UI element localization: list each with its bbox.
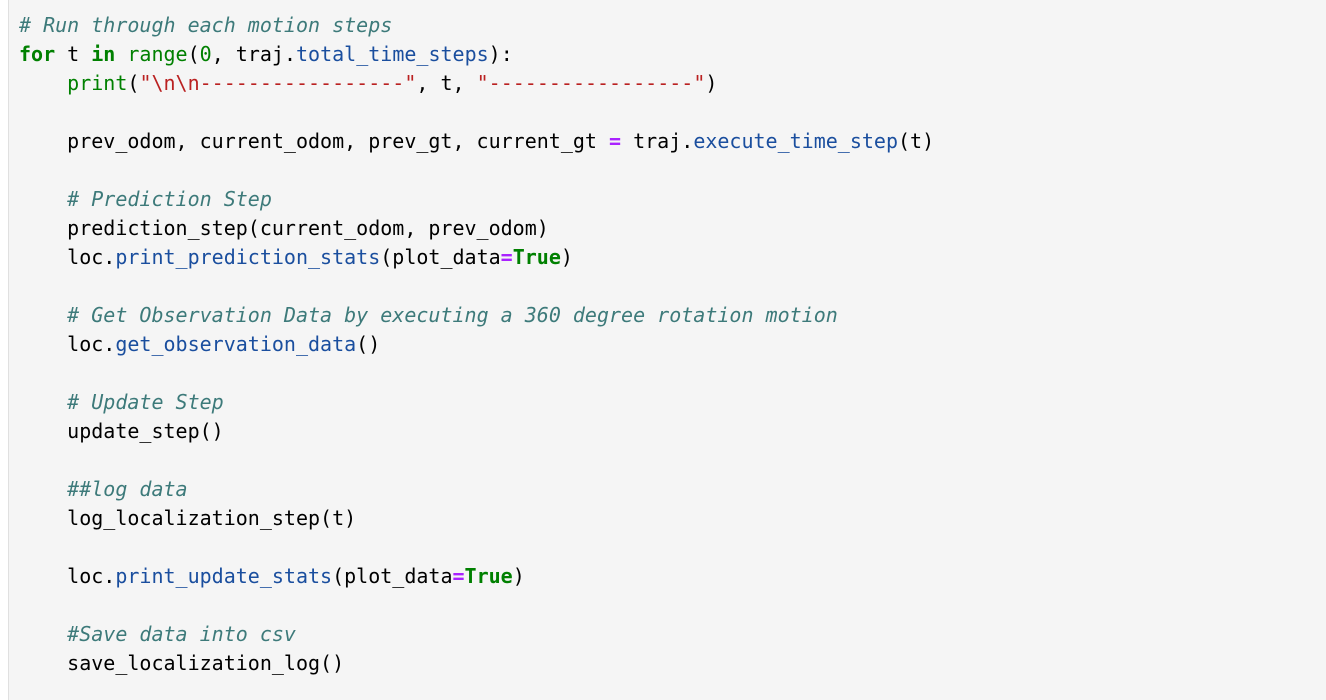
code-line: prediction_step(current_odom, prev_odom) [19,214,934,243]
code-token-plain: loc. [19,245,116,269]
code-token-plain: , t, [416,71,477,95]
code-line [19,156,934,185]
code-line [19,98,934,127]
code-line: prev_odom, current_odom, prev_gt, curren… [19,127,934,156]
code-token-comment: # Prediction Step [67,187,272,211]
code-token-kwconst: True [512,245,561,269]
code-line: #Save data into csv [19,620,934,649]
code-token-comment: # Run through each motion steps [19,13,393,37]
code-line: # Get Observation Data by executing a 36… [19,301,934,330]
code-token-string: "-----------------" [476,71,706,95]
code-token-plain: (plot_data [332,564,453,588]
code-token-keyword: for [19,42,56,66]
code-token-plain: traj. [621,129,694,153]
code-line: print("\n\n-----------------", t, "-----… [19,69,934,98]
code-token-plain: prediction_step(current_odom, prev_odom) [19,216,549,240]
code-token-plain: t [55,42,92,66]
code-token-plain: loc. [19,332,116,356]
code-token-attr: total_time_steps [296,42,489,66]
code-token-attr: print_prediction_stats [115,245,381,269]
code-token-plain: loc. [19,564,116,588]
code-token-comment: ##log data [67,477,188,501]
code-token-plain [19,71,67,95]
code-line [19,359,934,388]
code-token-operator: = [609,129,622,153]
code-line: loc.print_prediction_stats(plot_data=Tru… [19,243,934,272]
code-token-plain: log_localization_step(t) [19,506,357,530]
code-token-operator: = [500,245,513,269]
code-token-plain: ) [705,71,718,95]
code-token-plain: ( [127,71,140,95]
code-editor[interactable]: # Run through each motion steps for t in … [19,11,934,678]
code-token-plain: prev_odom, current_odom, prev_gt, curren… [19,129,610,153]
code-token-plain [115,42,127,66]
code-line [19,272,934,301]
code-line: # Run through each motion steps [19,11,934,40]
code-token-plain: , traj. [211,42,296,66]
code-token-plain: ( [187,42,200,66]
code-token-plain: ) [560,245,573,269]
code-token-plain [19,622,67,646]
code-token-comment: # Get Observation Data by executing a 36… [67,303,838,327]
code-token-plain: save_localization_log() [19,651,345,675]
code-token-plain: ): [488,42,513,66]
code-line: log_localization_step(t) [19,504,934,533]
code-token-string: "\n\n-----------------" [139,71,417,95]
code-token-plain: ) [512,564,525,588]
code-token-attr: get_observation_data [115,332,357,356]
code-line: ##log data [19,475,934,504]
code-token-operator: = [452,564,465,588]
code-token-number: 0 [199,42,212,66]
code-token-plain: () [356,332,381,356]
code-token-attr: execute_time_step [693,129,899,153]
code-line: loc.get_observation_data() [19,330,934,359]
code-line [19,533,934,562]
code-token-plain [19,477,67,501]
code-token-plain [19,303,67,327]
code-token-plain [19,187,67,211]
code-token-attr: print_update_stats [115,564,333,588]
code-line [19,446,934,475]
code-token-builtin: print [67,71,128,95]
code-token-plain: update_step() [19,419,224,443]
code-token-plain: (t) [898,129,935,153]
code-token-keyword: in [91,42,116,66]
code-line: loc.print_update_stats(plot_data=True) [19,562,934,591]
code-token-plain [19,390,67,414]
code-line: update_step() [19,417,934,446]
code-line: save_localization_log() [19,649,934,678]
code-line: # Update Step [19,388,934,417]
code-line [19,591,934,620]
code-token-comment: #Save data into csv [67,622,296,646]
code-token-builtin: range [127,42,188,66]
code-token-plain: (plot_data [380,245,501,269]
code-line: # Prediction Step [19,185,934,214]
code-token-kwconst: True [464,564,513,588]
code-cell[interactable]: # Run through each motion steps for t in … [8,0,1326,700]
code-token-comment: # Update Step [67,390,224,414]
code-line: for t in range(0, traj.total_time_steps)… [19,40,934,69]
